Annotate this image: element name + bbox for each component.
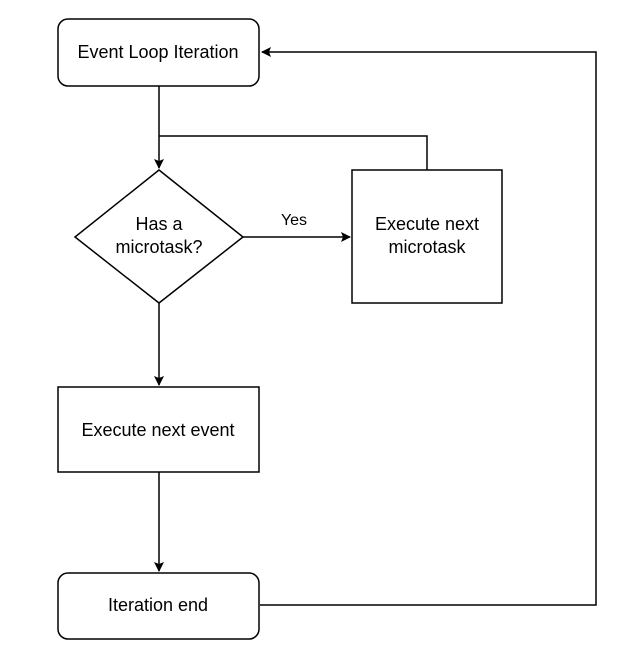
decision-diamond — [73, 169, 245, 304]
node-execute-next-event: Execute next event — [57, 386, 260, 473]
decision-label-line-1: Has a — [135, 214, 183, 234]
connectors — [154, 47, 597, 606]
node-has-microtask-decision: Has a microtask? — [73, 169, 245, 304]
node-shape — [57, 18, 260, 87]
node-label: Event Loop Iteration — [77, 42, 238, 62]
node-label: Execute next event — [81, 420, 234, 440]
node-iteration-end: Iteration end — [57, 572, 260, 640]
node-shape — [57, 572, 260, 640]
node-shape — [57, 386, 260, 473]
node-execute-next-microtask: Execute next microtask — [351, 169, 503, 304]
microtask-label-line-2: microtask — [388, 237, 466, 257]
node-shape — [351, 169, 503, 304]
edge-end-back-to-start — [260, 47, 597, 606]
microtask-label-line-1: Execute next — [375, 214, 479, 234]
node-event-loop-iteration: Event Loop Iteration — [57, 18, 260, 87]
decision-label-line-2: microtask? — [115, 237, 202, 257]
node-label: Iteration end — [108, 595, 208, 615]
edge-yes-label: Yes — [281, 212, 307, 229]
edge-microtask-loop-back — [159, 135, 428, 170]
